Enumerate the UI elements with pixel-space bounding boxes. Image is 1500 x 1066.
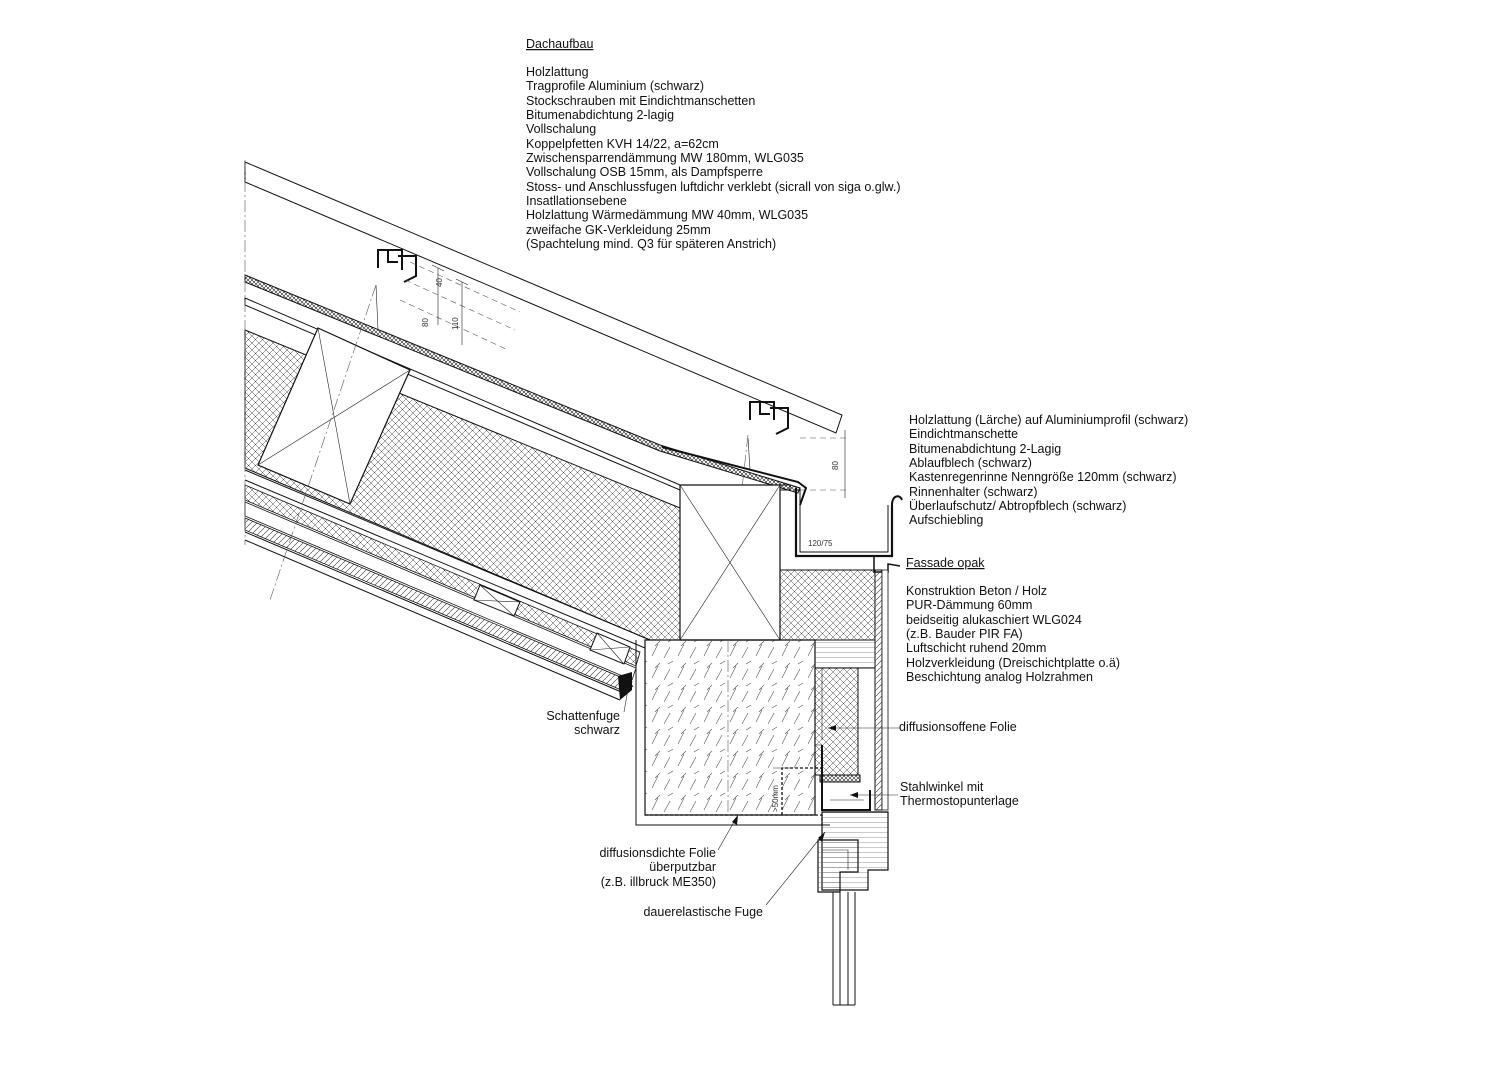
roof-layer: Holzlattung Wärmedämmung MW 40mm, WLG035 [526,208,808,222]
dimension-min50: >50mm [771,785,780,812]
eaves-label: Eindichtmanschette [909,427,1018,441]
eaves-label: Überlaufschutz/ Abtropfblech (schwarz) [909,499,1126,513]
gutter-size-label: 120/75 [808,539,833,548]
roof-layer: zweifache GK-Verkleidung 25mm [526,223,711,237]
elastic-joint-label: dauerelastische Fuge [643,905,763,919]
membrane-open-label: diffusionsoffene Folie [899,720,1017,734]
drip-flashing [661,446,808,506]
wall-plaster [635,640,830,826]
roof-layer: Vollschalung [526,122,596,136]
facade-layer: Konstruktion Beton / Holz [906,584,1047,598]
purlin-rafter [257,327,411,505]
membrane-tight-label: diffusionsdichte Folie [599,846,716,860]
facade-layer: (z.B. Bauder PIR FA) [906,627,1023,641]
facade-legend: Fassade opak Konstruktion Beton / Holz P… [906,556,1120,684]
callout-labels: Schattenfuge schwarz diffusionsoffene Fo… [546,709,1019,919]
roof-build-up-legend: Dachaufbau Holzlattung Tragprofile Alumi… [526,37,900,251]
roof-layer: Insatllationsebene [526,194,627,208]
eaves-label: Bitumenabdichtung 2-Lagig [909,442,1061,456]
facade-layer: beidseitig alukaschiert WLG024 [906,613,1082,627]
roof-layer: Holzlattung [526,65,589,79]
steel-angle-label: Thermostopunterlage [900,794,1019,808]
aluminium-profile-upper [375,249,417,331]
dimension-80: 80 [421,318,430,327]
box-gutter [794,488,903,573]
window-frame [817,811,889,893]
concrete-wall [644,639,816,816]
plasterboard-lining [244,531,627,701]
roof-build-up-heading: Dachaufbau [526,37,593,51]
window-glazing [832,892,856,1006]
aluminium-profile-lower [747,401,789,471]
facade-cladding [874,569,889,811]
roof-layer: Tragprofile Aluminium (schwarz) [526,79,704,93]
roof-layer: Stoss- und Anschlussfugen luftdichr verk… [526,180,900,194]
roof-layer: (Spachtelung mind. Q3 für späteren Anstr… [526,237,776,251]
shadow-gap [618,672,632,700]
leader-lines [623,677,900,906]
eaves-label: Holzlattung (Lärche) auf Aluminiumprofil… [909,413,1188,427]
eaves-label: Kastenregenrinne Nenngröße 120mm (schwar… [909,470,1177,484]
eaves-purlin [679,484,781,641]
eaves-insulation [779,569,876,641]
facade-layer: Luftschicht ruhend 20mm [906,641,1046,655]
roof-layer: Bitumenabdichtung 2-lagig [526,108,674,122]
membrane-tight-label: (z.B. illbruck ME350) [601,875,716,889]
dimension-80b: 80 [831,461,840,470]
roof-layer: Koppelpfetten KVH 14/22, a=62cm [526,137,719,151]
steel-angle [815,744,871,811]
shadow-gap-label: Schattenfuge [546,709,620,723]
dimension-lines [399,261,850,498]
dimension-40: 40 [435,278,444,287]
eaves-label: Ablaufblech (schwarz) [909,456,1032,470]
roof-layer: Stockschrauben mit Eindichtmanschetten [526,94,755,108]
installation-battens [473,584,631,665]
eaves-legend: Holzlattung (Lärche) auf Aluminiumprofil… [909,413,1188,527]
facade-layer: Beschichtung analog Holzrahmen [906,670,1093,684]
eaves-label: Rinnenhalter (schwarz) [909,485,1038,499]
facade-timber-frame [814,639,876,776]
facade-heading: Fassade opak [906,556,985,570]
steel-angle-label: Stahlwinkel mit [900,780,984,794]
installation-layer [244,484,641,693]
dimension-110: 110 [451,317,460,330]
membrane-tight-label: überputzbar [649,860,716,874]
shadow-gap-label: schwarz [574,723,620,737]
osb-vapour-barrier [244,469,651,649]
roof-layer: Vollschalung OSB 15mm, als Dampfsperre [526,165,763,179]
eaves-label: Aufschiebling [909,513,983,527]
facade-layer: PUR-Dämmung 60mm [906,598,1032,612]
facade-layer: Holzverkleidung (Dreischichtplatte o.ä) [906,656,1120,670]
roof-layer: Zwischensparrendämmung MW 180mm, WLG035 [526,151,804,165]
